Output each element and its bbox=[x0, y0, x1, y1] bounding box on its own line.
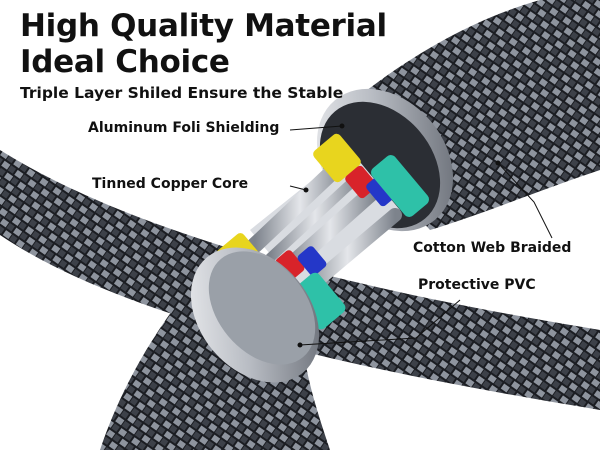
pvc-leader bbox=[299, 299, 461, 346]
callout-cotton-braid: Cotton Web Braided bbox=[413, 240, 572, 256]
page-title: High Quality Material Ideal Choice bbox=[20, 8, 387, 80]
teal-insulation bbox=[290, 272, 346, 330]
callout-leaders bbox=[289, 123, 553, 348]
subtitle: Triple Layer Shiled Ensure the Stable bbox=[20, 84, 344, 102]
callout-tinned-copper: Tinned Copper Core bbox=[92, 176, 249, 192]
lower-metal-ring bbox=[190, 247, 320, 383]
title-line-1: High Quality Material bbox=[20, 8, 387, 44]
teal-insulation bbox=[371, 155, 429, 217]
copper-leader bbox=[289, 185, 307, 191]
callout-aluminum-foil: Aluminum Foli Shielding bbox=[88, 120, 280, 136]
title-line-2: Ideal Choice bbox=[20, 44, 230, 80]
copper-strand bbox=[265, 170, 365, 263]
blue-insulation bbox=[297, 246, 327, 276]
blue-insulation bbox=[366, 173, 398, 207]
callout-protective-pvc: Protective PVC bbox=[418, 277, 536, 293]
red-insulation bbox=[275, 250, 305, 280]
foil-leader bbox=[289, 125, 343, 131]
lower-cable-braid bbox=[100, 300, 330, 450]
yellow-insulation bbox=[313, 133, 361, 183]
braid-leader bbox=[497, 162, 553, 239]
